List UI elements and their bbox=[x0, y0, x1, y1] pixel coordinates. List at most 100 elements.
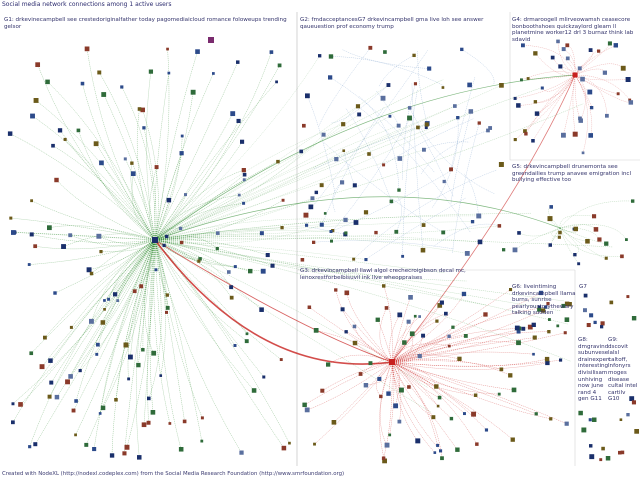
edge bbox=[383, 118, 474, 166]
network-node bbox=[33, 98, 39, 103]
edge bbox=[464, 173, 479, 216]
network-node bbox=[416, 125, 420, 130]
network-node bbox=[128, 354, 133, 360]
network-node bbox=[242, 172, 247, 177]
network-node bbox=[328, 75, 333, 80]
network-node bbox=[57, 128, 63, 133]
edge bbox=[98, 236, 156, 245]
network-node bbox=[577, 262, 581, 266]
network-node bbox=[137, 107, 142, 111]
network-node bbox=[589, 444, 593, 448]
network-node bbox=[408, 295, 413, 300]
network-node bbox=[527, 324, 533, 330]
edge bbox=[391, 358, 548, 367]
edge bbox=[130, 239, 156, 358]
network-node bbox=[470, 220, 475, 224]
edge bbox=[154, 149, 424, 241]
network-node bbox=[302, 123, 306, 128]
edge bbox=[391, 361, 478, 445]
network-node bbox=[382, 458, 387, 464]
edge bbox=[154, 239, 182, 450]
edge bbox=[391, 306, 546, 363]
network-node bbox=[573, 226, 578, 232]
network-node bbox=[341, 122, 346, 127]
edge bbox=[518, 74, 576, 106]
network-node bbox=[61, 244, 66, 249]
network-node bbox=[352, 183, 357, 188]
edge bbox=[332, 182, 343, 212]
network-node bbox=[33, 442, 38, 447]
network-node bbox=[227, 270, 231, 274]
edge bbox=[31, 200, 156, 241]
network-node bbox=[521, 326, 526, 331]
edge bbox=[154, 84, 389, 241]
network-node bbox=[166, 47, 169, 51]
network-node bbox=[98, 412, 102, 415]
edge bbox=[154, 51, 198, 241]
edge bbox=[154, 239, 285, 449]
edge bbox=[35, 239, 156, 445]
network-node bbox=[545, 360, 550, 366]
edge bbox=[154, 239, 264, 378]
edge bbox=[551, 227, 561, 241]
network-node bbox=[179, 151, 184, 156]
network-node bbox=[342, 149, 346, 153]
network-node bbox=[368, 361, 373, 366]
network-node bbox=[236, 60, 240, 64]
edge bbox=[154, 239, 168, 296]
edge bbox=[391, 314, 486, 363]
network-node bbox=[578, 410, 583, 416]
network-node bbox=[319, 183, 324, 188]
network-node bbox=[139, 284, 144, 289]
edge bbox=[13, 232, 156, 241]
edge bbox=[154, 224, 322, 244]
edge bbox=[154, 114, 360, 241]
network-node bbox=[578, 116, 582, 121]
edge bbox=[70, 234, 156, 247]
edge bbox=[49, 225, 156, 241]
network-node bbox=[178, 226, 183, 231]
edge bbox=[154, 236, 468, 254]
network-node bbox=[53, 291, 57, 295]
network-node bbox=[509, 288, 513, 292]
edge bbox=[56, 239, 156, 398]
edge bbox=[391, 359, 511, 376]
network-node bbox=[84, 442, 89, 447]
network-node bbox=[513, 138, 517, 142]
edge bbox=[102, 239, 156, 409]
network-node bbox=[544, 305, 548, 309]
edge bbox=[310, 226, 346, 235]
edge bbox=[391, 293, 465, 363]
edge bbox=[138, 239, 156, 366]
network-node bbox=[434, 384, 439, 389]
network-node bbox=[607, 41, 612, 46]
network-node bbox=[431, 415, 436, 420]
edge bbox=[552, 57, 576, 76]
edge bbox=[154, 79, 444, 241]
network-node bbox=[151, 350, 157, 356]
edge bbox=[391, 361, 434, 418]
edge bbox=[146, 71, 156, 241]
network-node bbox=[89, 271, 94, 276]
network-node bbox=[586, 323, 591, 328]
hub-node bbox=[152, 237, 158, 243]
network-node bbox=[195, 49, 200, 54]
edge bbox=[154, 239, 569, 325]
edge bbox=[91, 239, 156, 274]
network-node bbox=[74, 399, 78, 403]
network-node bbox=[71, 408, 76, 413]
edge bbox=[154, 239, 247, 342]
network-node bbox=[141, 348, 145, 352]
edge bbox=[521, 71, 576, 81]
network-node bbox=[435, 319, 439, 323]
network-node bbox=[626, 295, 630, 299]
network-node bbox=[609, 300, 614, 305]
network-node bbox=[631, 199, 635, 203]
edge bbox=[391, 361, 500, 395]
network-node bbox=[182, 419, 187, 424]
edge bbox=[154, 230, 332, 241]
network-node bbox=[340, 307, 345, 312]
network-node bbox=[167, 71, 171, 75]
edge bbox=[342, 49, 430, 69]
